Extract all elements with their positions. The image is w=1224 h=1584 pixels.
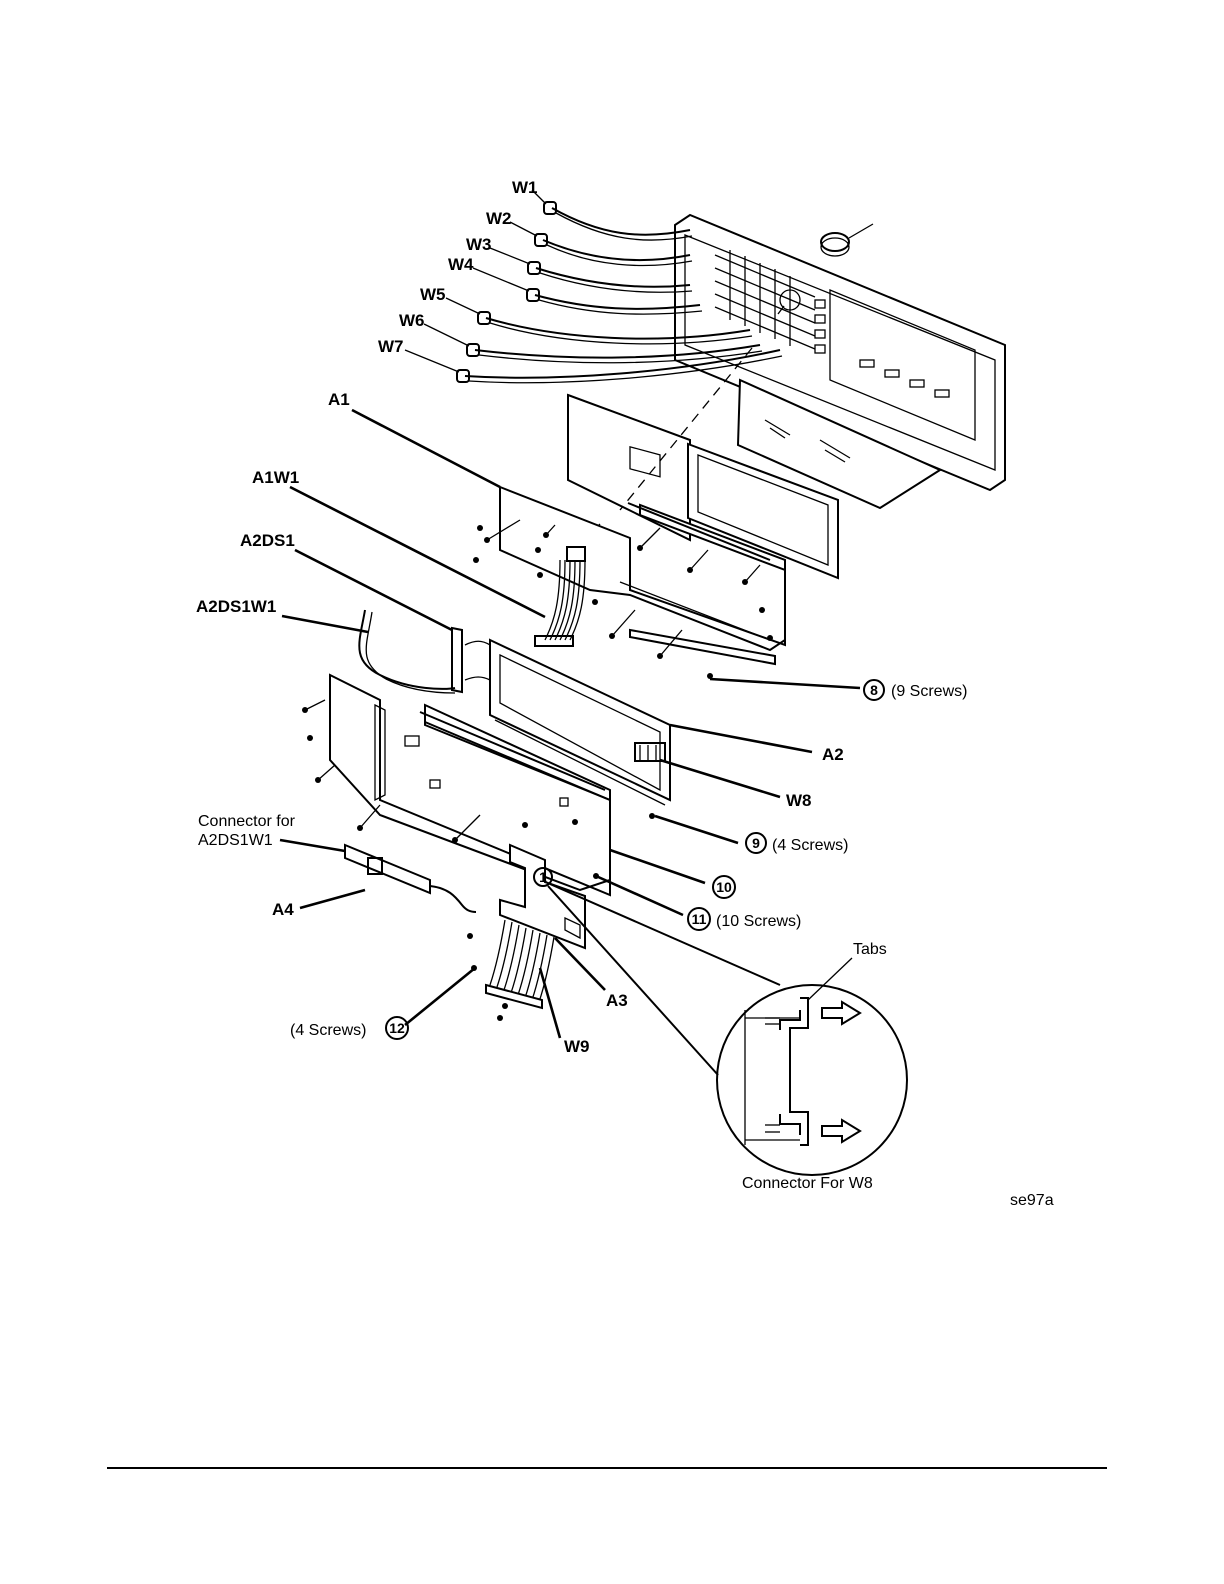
rpg-knob [821,233,849,256]
a2ds1w1-cable [359,610,455,693]
svg-text:(9 Screws): (9 Screws) [891,683,967,700]
callout-11: 11 (10 Screws) [688,908,801,930]
cable-label-w5: W5 [420,285,446,304]
w9-ribbon [486,920,554,1008]
svg-text:(4 Screws): (4 Screws) [290,1022,366,1039]
svg-text:12: 12 [389,1020,405,1036]
svg-text:(10 Screws): (10 Screws) [716,913,801,930]
svg-text:8: 8 [870,682,878,698]
callout-12: 12 (4 Screws) [290,1017,408,1039]
label-a2ds1: A2DS1 [240,531,295,550]
a4-board [345,845,476,912]
cable-label-w1: W1 [512,178,538,197]
svg-text:10: 10 [716,879,732,895]
figure-code: se97a [1010,1192,1054,1209]
label-tabs: Tabs [853,941,887,958]
footer-rule [107,1467,1107,1469]
a2ds1-lamp [452,628,462,692]
cable-label-w2: W2 [486,209,512,228]
cable-label-w3: W3 [466,235,492,254]
label-w9: W9 [564,1037,590,1056]
callout-10: 10 [713,876,735,898]
label-connector-for-a2ds1w1-2: A2DS1W1 [198,832,273,849]
label-a1w1: A1W1 [252,468,299,487]
svg-text:11: 11 [692,911,707,927]
svg-text:1: 1 [539,869,547,885]
label-connector-for-a2ds1w1-1: Connector for [198,813,296,830]
label-w8: W8 [786,791,812,810]
label-a2ds1w1: A2DS1W1 [196,597,276,616]
svg-text:9: 9 [752,835,760,851]
label-a1: A1 [328,390,350,409]
cable-label-w6: W6 [399,311,425,330]
label-a2: A2 [822,745,844,764]
svg-text:(4 Screws): (4 Screws) [772,837,848,854]
label-connector-for-w8: Connector For W8 [742,1175,873,1192]
label-a4: A4 [272,900,294,919]
a3-board [500,845,585,948]
label-a3: A3 [606,991,628,1010]
callout-8: 8 (9 Screws) [864,680,967,700]
cable-label-w4: W4 [448,255,474,274]
cable-label-w7: W7 [378,337,404,356]
callout-9: 9 (4 Screws) [746,833,848,854]
